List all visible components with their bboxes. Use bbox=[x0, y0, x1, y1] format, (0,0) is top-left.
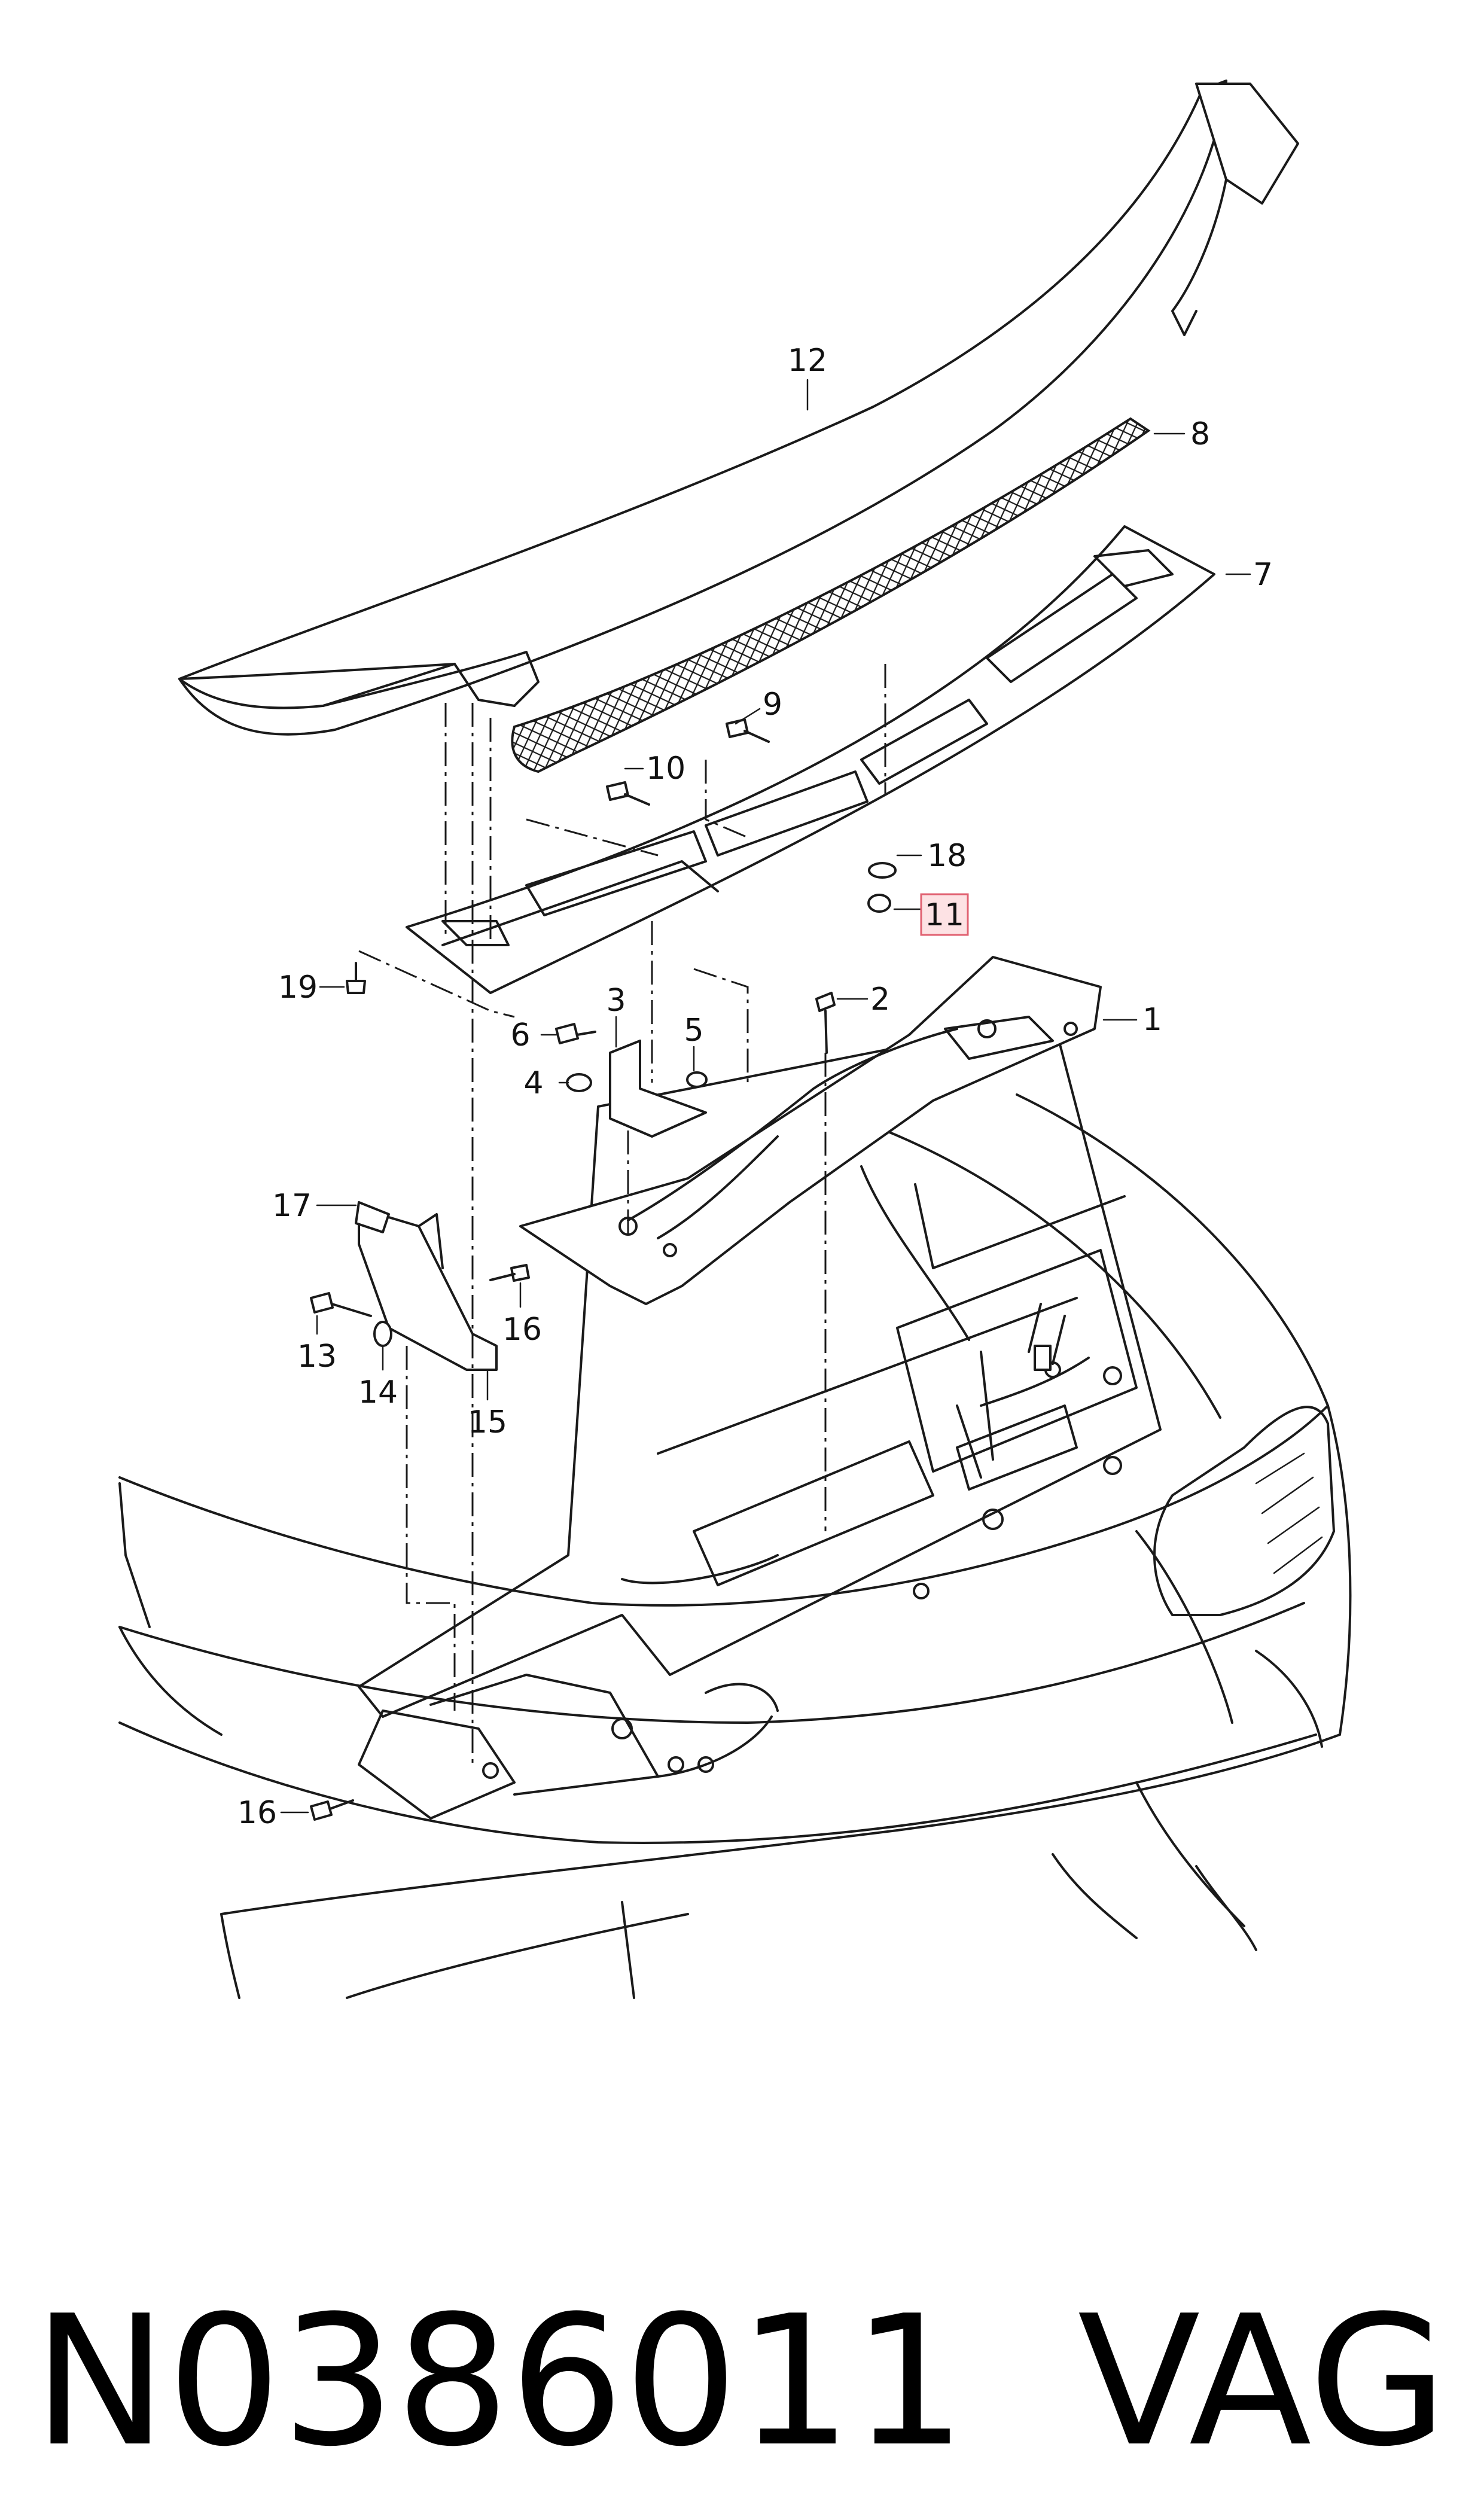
assembly-lines bbox=[358, 664, 886, 1765]
callout-16-lower[interactable]: 16 bbox=[237, 1795, 277, 1831]
callout-19[interactable]: 19 bbox=[278, 970, 318, 1005]
callout-2[interactable]: 2 bbox=[870, 982, 890, 1017]
leader-lines bbox=[280, 379, 1251, 1814]
callout-11[interactable]: 11 bbox=[925, 897, 964, 933]
callout-1[interactable]: 1 bbox=[1142, 1002, 1162, 1038]
callout-7[interactable]: 7 bbox=[1253, 557, 1273, 593]
callout-14[interactable]: 14 bbox=[358, 1375, 398, 1410]
callout-4[interactable]: 4 bbox=[523, 1065, 543, 1101]
callout-8[interactable]: 8 bbox=[1190, 416, 1210, 452]
callout-18[interactable]: 18 bbox=[927, 838, 967, 874]
rear-floor-panel bbox=[358, 1016, 1162, 1820]
callout-11-highlight-box bbox=[920, 893, 969, 936]
callout-16-upper[interactable]: 16 bbox=[502, 1312, 542, 1348]
spoiler-wing bbox=[178, 80, 1299, 736]
mesh-grille bbox=[511, 417, 1151, 773]
callout-9[interactable]: 9 bbox=[763, 687, 782, 723]
spoiler-frame bbox=[406, 525, 1215, 994]
car-rear-body bbox=[118, 1093, 1352, 1999]
part-number: N0386011 bbox=[33, 2277, 967, 2486]
callout-3[interactable]: 3 bbox=[606, 983, 626, 1019]
brand-label: VAG bbox=[1078, 2277, 1448, 2486]
callout-5[interactable]: 5 bbox=[684, 1013, 703, 1049]
callout-labels: 12 8 7 1 2 3 4 5 6 9 10 18 11 19 17 13 1… bbox=[237, 343, 1273, 1831]
callout-17[interactable]: 17 bbox=[272, 1188, 312, 1224]
callout-12[interactable]: 12 bbox=[788, 343, 827, 379]
hardware-parts bbox=[310, 718, 897, 1821]
callout-6[interactable]: 6 bbox=[510, 1017, 530, 1053]
callout-15[interactable]: 15 bbox=[468, 1404, 507, 1440]
carrier-bracket bbox=[519, 956, 1102, 1305]
footer: N0386011 VAG bbox=[33, 2277, 1448, 2486]
callout-10[interactable]: 10 bbox=[646, 751, 685, 787]
callout-13[interactable]: 13 bbox=[297, 1339, 337, 1375]
